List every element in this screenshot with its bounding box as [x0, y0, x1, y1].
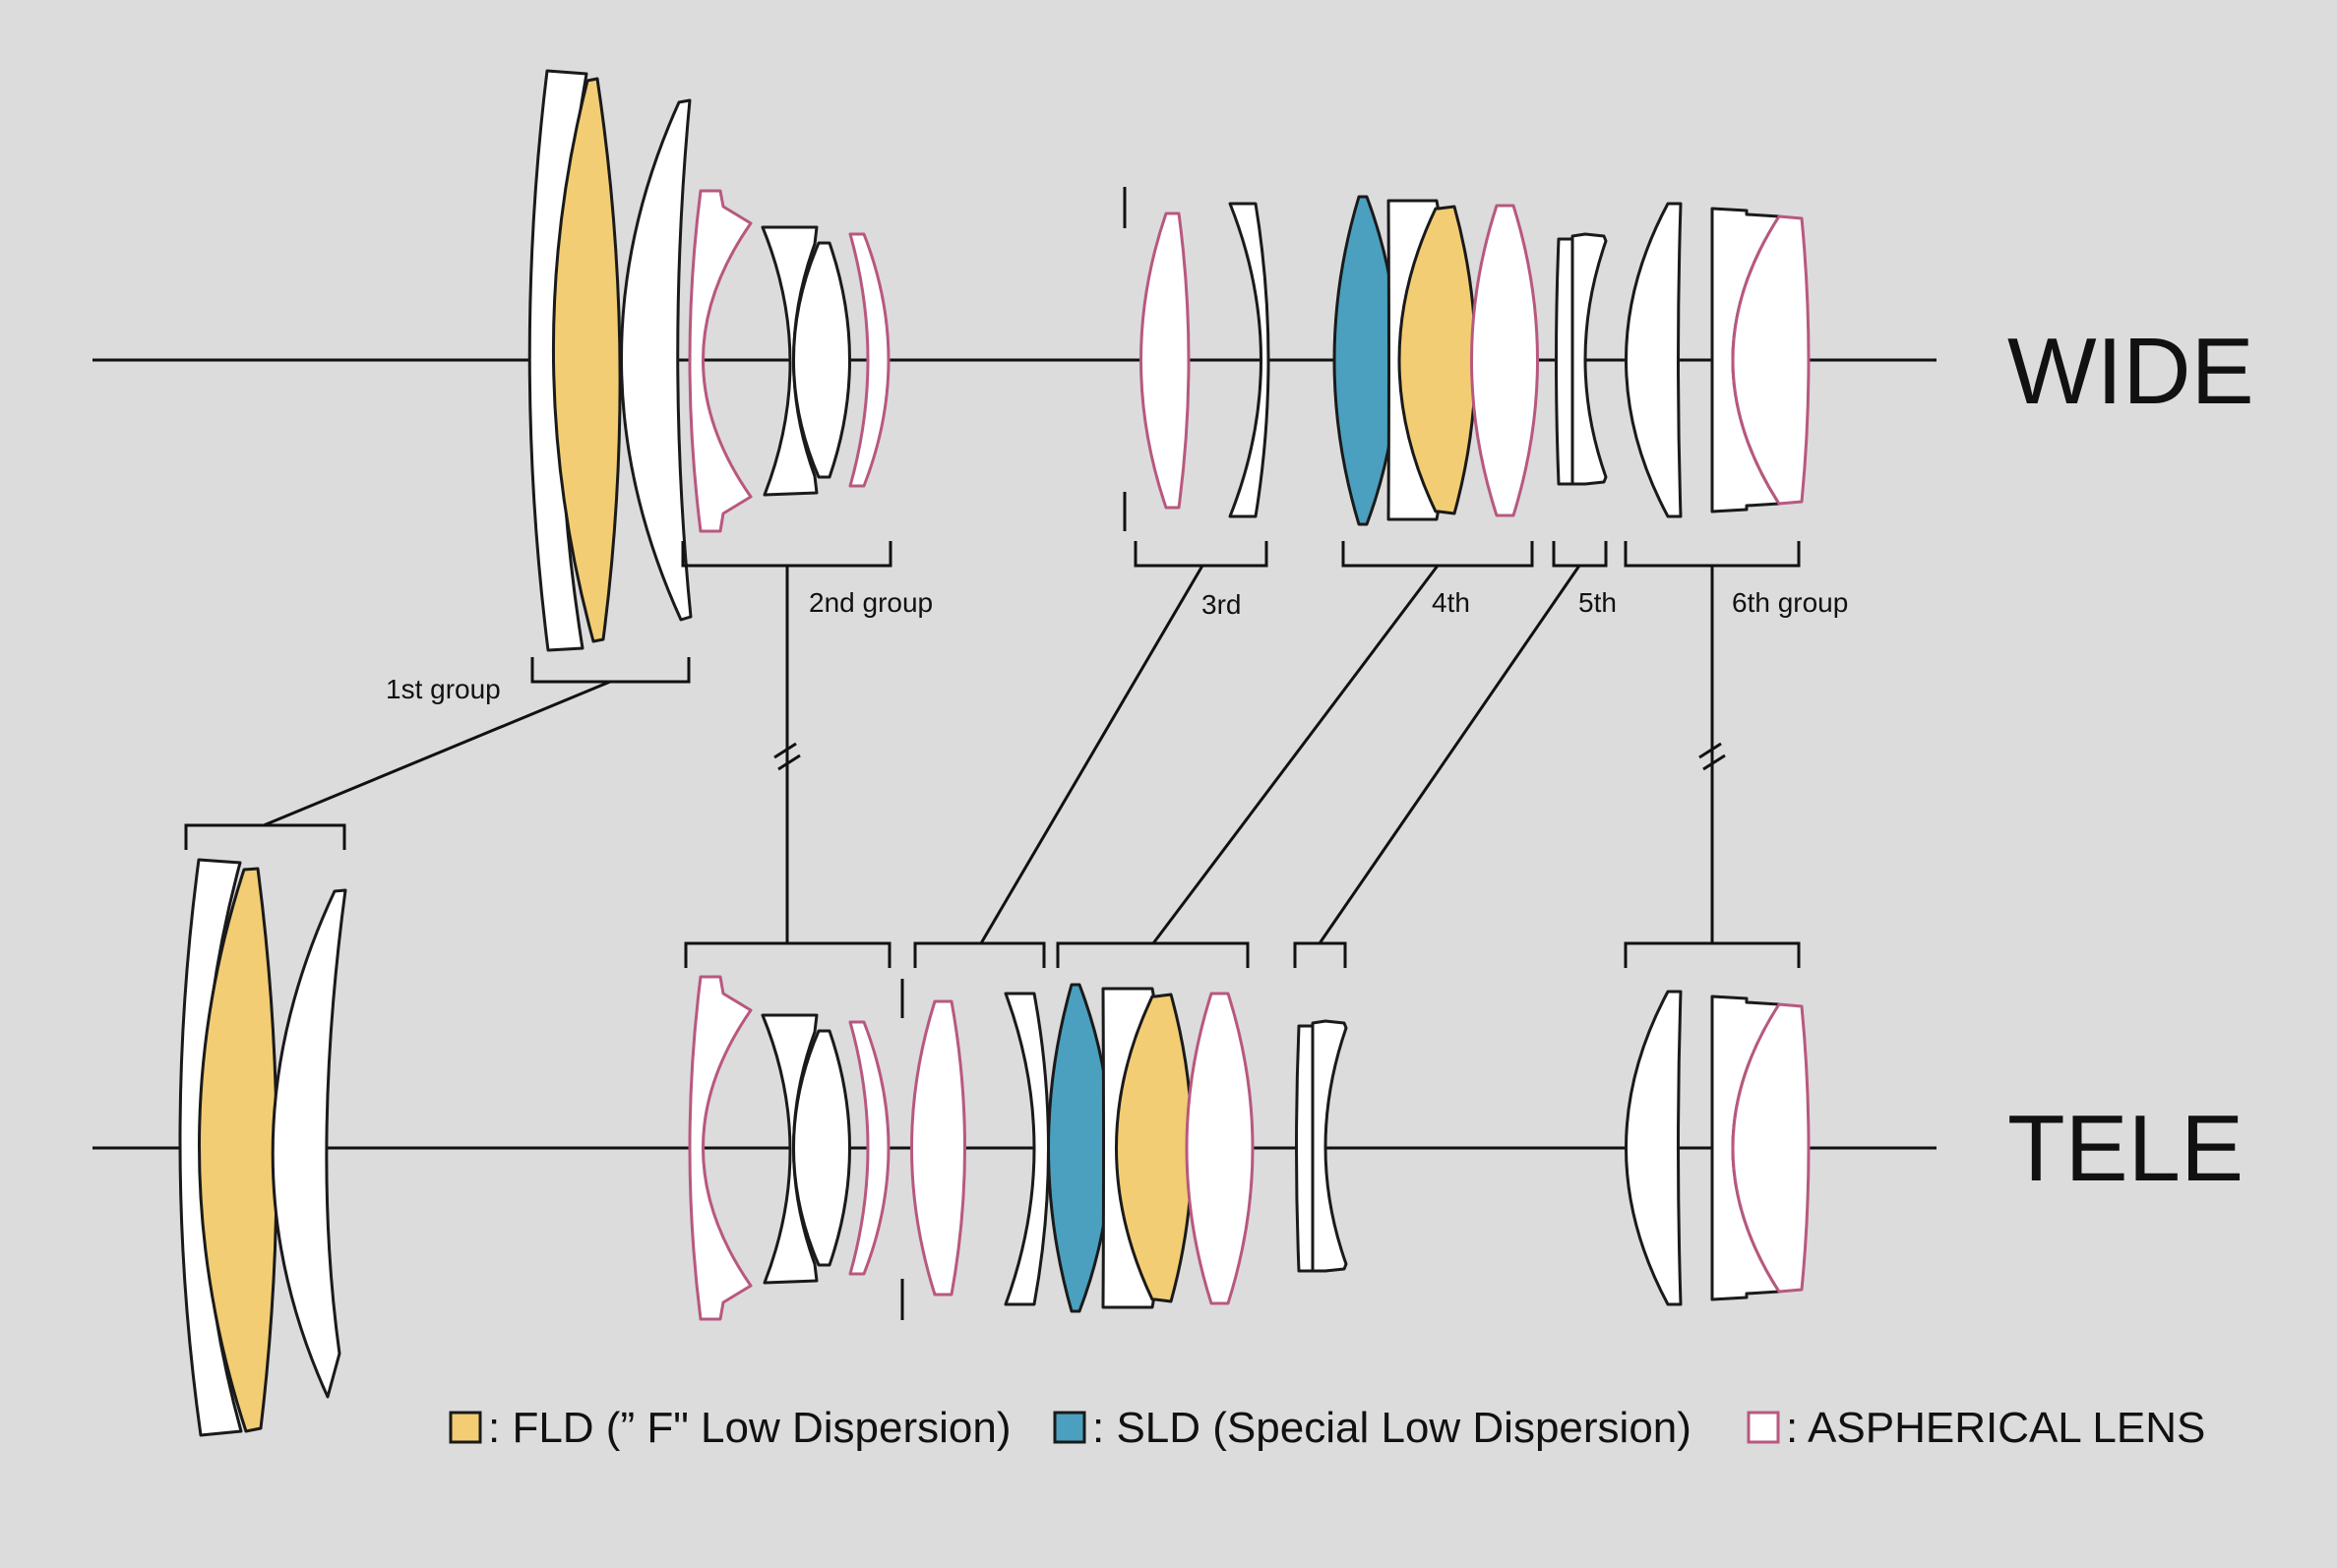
- tele-g2-aspherical-lens-1: [688, 975, 753, 1321]
- wide-g5-lens-1: [1555, 237, 1574, 486]
- tele-g4-fld-lens: [1115, 993, 1194, 1303]
- group-label-4th: 4th: [1432, 587, 1470, 618]
- wide-g6-lens-1: [1625, 202, 1683, 518]
- tele-label: TELE: [2007, 1096, 2244, 1201]
- tele-g5-lens-2: [1311, 1019, 1348, 1273]
- wide-bracket-g6: [1624, 541, 1801, 568]
- tele-g2-lens-3: [792, 1029, 851, 1267]
- wide-g3-lens-2: [1228, 202, 1270, 518]
- tele-g1-lens-3: [271, 888, 347, 1399]
- wide-g5-lens-2: [1570, 232, 1608, 486]
- legend-fld-label: : FLD (” F" Low Dispersion): [488, 1404, 1012, 1452]
- tele-bracket-g1: [184, 823, 346, 850]
- tele-bracket-g2: [684, 941, 892, 968]
- wide-g2-aspherical-lens-1: [688, 189, 753, 533]
- tele-g4-aspherical-lens: [1185, 992, 1255, 1305]
- tele-lens-elements: [178, 858, 1811, 1437]
- wide-bracket-g5: [1552, 541, 1608, 568]
- legend-fld-swatch: [449, 1411, 482, 1444]
- tele-bracket-g6: [1624, 941, 1801, 968]
- wide-g1-fld-lens: [551, 77, 622, 643]
- tele-g3-lens-2: [1004, 992, 1050, 1306]
- tele-bracket-g5: [1293, 941, 1347, 968]
- group-label-2nd: 2nd group: [809, 587, 933, 618]
- link-g2-break-1: [773, 742, 797, 759]
- group-label-5th: 5th: [1578, 587, 1617, 618]
- link-g4: [1151, 565, 1440, 944]
- tele-g6-lens-1: [1625, 990, 1683, 1306]
- wide-g2-aspherical-lens-4: [848, 232, 891, 488]
- legend-sld-label: : SLD (Special Low Dispersion): [1092, 1404, 1691, 1452]
- wide-g4-aspherical-lens: [1470, 204, 1539, 517]
- tele-g4-sld-lens: [1047, 983, 1112, 1313]
- wide-g6-aspherical-lens: [1731, 214, 1811, 506]
- group-label-3rd: 3rd: [1201, 589, 1241, 620]
- legend-aspherical-swatch: [1747, 1411, 1780, 1444]
- legend: : FLD (” F" Low Dispersion) : SLD (Speci…: [449, 1404, 2205, 1452]
- wide-bracket-g2: [681, 541, 892, 568]
- link-g5: [1318, 565, 1581, 944]
- wide-g2-lens-3: [792, 241, 851, 479]
- wide-g4-fld-lens: [1397, 205, 1477, 515]
- wide-g3-aspherical-lens: [1139, 211, 1191, 510]
- group-label-1st: 1st group: [386, 674, 501, 704]
- group-brackets: [184, 541, 1801, 968]
- link-g3: [979, 565, 1204, 944]
- wide-bracket-g4: [1341, 541, 1534, 568]
- tele-g2-aspherical-lens-4: [848, 1020, 891, 1276]
- group-label-6th: 6th group: [1732, 587, 1848, 618]
- tele-bracket-g3: [913, 941, 1046, 968]
- link-g2-break-2: [777, 754, 801, 771]
- legend-sld-swatch: [1053, 1411, 1086, 1444]
- wide-bracket-g3: [1134, 541, 1268, 568]
- wide-lens-elements: [527, 69, 1811, 652]
- wide-g1-lens-3: [620, 98, 693, 622]
- tele-g5-lens-1: [1295, 1024, 1315, 1273]
- wide-bracket-g1: [530, 657, 691, 684]
- tele-g6-aspherical-lens: [1731, 1002, 1811, 1294]
- legend-aspherical-label: : ASPHERICAL LENS: [1786, 1404, 2205, 1452]
- link-g1: [263, 680, 611, 827]
- group-movement-lines: [263, 565, 1726, 944]
- wide-label: WIDE: [2007, 319, 2254, 424]
- tele-g3-aspherical-lens: [910, 999, 966, 1297]
- tele-g1-fld-lens: [198, 867, 278, 1433]
- tele-bracket-g4: [1056, 941, 1250, 968]
- link-g6-break-1: [1698, 742, 1722, 759]
- link-g6-break-2: [1702, 754, 1726, 771]
